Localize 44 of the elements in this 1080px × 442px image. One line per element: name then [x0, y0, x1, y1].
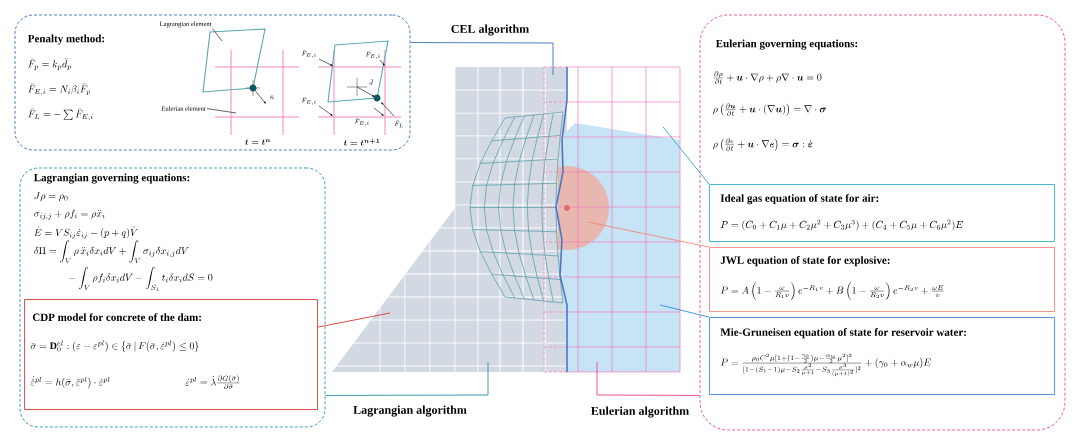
equation: $\rho\left(\frac{\partial e}{\partial t} + \boldsymbol{u}\cdot\nabla e\right) = \boldsymbol{\sigma}:\dot{\boldsymbol{\varepsilon}}$	[713, 138, 813, 151]
panel-heading: CDP model for concrete of the dam:	[32, 313, 201, 322]
connector-line	[410, 42, 554, 76]
equation: $\bar{F}_L = -\sum\bar{F}_{E,i}$	[28, 108, 93, 121]
time-label: $\boldsymbol{t = t^{n}}$	[245, 139, 271, 145]
symbol-label: $\bar{d}$	[369, 79, 374, 85]
leader-line	[206, 108, 237, 114]
equation: $P = A\left(1 - \frac{\omega}{R_1 v}\right)e^{-R_1 v} + B\left(1 - \frac{\omega}{R_2 v}\right)e^{-R_2 v} + \frac{\omega E}{v}$	[720, 282, 944, 301]
leader-line	[662, 126, 710, 185]
leader-line	[587, 221, 710, 248]
equation: $\dot{\varepsilon}^{pl} = \dot{\lambda}\frac{\partial G(\bar{\sigma})}{\partial\bar{\sigma}}$	[185, 375, 240, 389]
panel-heading: Eulerian governing equations:	[715, 39, 858, 50]
equation: $\sigma_{ij,j} + \rho f_i = \rho\ddot{x}_i$	[34, 209, 105, 220]
edge-label: Lagrangian algorithm	[352, 404, 468, 418]
equation: $\rho\left(\frac{\partial\boldsymbol{u}}{\partial t} + \boldsymbol{u}\cdot(\nabla\boldsymbol{u})\right) = \nabla\cdot\boldsymbol{\sigma}$	[713, 103, 827, 116]
equation: $\bar{F}_p = k_p\bar{d}_p$	[28, 58, 72, 71]
panel-heading: Lagrangian governing equations:	[33, 173, 190, 184]
connector-line	[325, 361, 489, 396]
panel-heading: JWL equation of state for explosive:	[720, 256, 890, 267]
equation: $P = (C_0 + C_1\mu + C_2\mu^2 + C_3\mu^3) + (C_4 + C_5\mu + C_6\mu^2)E$	[720, 219, 963, 231]
leader-line	[317, 312, 391, 328]
symbol-label: $\bar{F}_{E,i}$	[301, 50, 316, 58]
symbol-label: $\bar{F}_{E,i}$	[365, 51, 380, 59]
time-label: $\boldsymbol{t = t^{n+1}}$	[343, 138, 380, 146]
equation: $\bar{F}_{E,i} = N_i\beta_i\bar{F}_p$	[28, 83, 91, 96]
equation: $\bar{\sigma} = \mathbf{D}_0^{el}:(\varepsilon - \varepsilon^{pl}) \in \{\bar{\sigma}\,|\,F(\bar{\sigma},\tilde{\varepsilon}^{pl}) \le 0\}$	[30, 340, 199, 352]
equation: $J\rho = \rho_0$	[34, 192, 68, 202]
leader-line	[212, 28, 223, 42]
connector-line	[596, 361, 700, 396]
leader-line	[659, 304, 710, 318]
symbol-label: $\bar{F}_{E,i}$	[354, 118, 369, 126]
edge-label: CEL algorithm	[449, 23, 531, 37]
equation: $\begin{aligned}\delta\Pi &= \int_V \rho\,\ddot{x}_i\delta x_i dV + \int_V \sigma_{ij}\delta x_{i,j}dV\\ &\qquad - \int_V \rho f_i\delta x_i dV - \int_{S_1} t_i\delta x_i dS = 0\end{aligned}$	[34, 240, 213, 291]
equation: $\dot{\tilde{\varepsilon}}^{pl} = h(\bar{\sigma},\tilde{\varepsilon}^{pl})\cdot\dot{\varepsilon}^{pl}$	[30, 376, 110, 388]
symbol-label: $\bar{F}_{E,i}$	[301, 97, 316, 105]
symbol-label: $\hat{n}$	[270, 94, 274, 100]
equation: $P = \frac{\rho_0 C^2\mu[1 + (1 - \frac{\gamma_0}{2})\mu - \frac{\alpha_w}{2}\mu^2]^2}{[1 - (S_1 - 1)\mu - S_2\frac{\mu^2}{\mu+1} - S_3\frac{\mu^3}{(\mu+1)^2}]^2} + (\gamma_0 + \alpha_w\mu)E$	[720, 353, 931, 377]
panel-heading: Mie-Gruneisen equation of state for reservoir water:	[720, 328, 966, 339]
equation: $\dot{E} = VS_{ij}\dot{\varepsilon}_{ij} - (p+q)\dot{V}$	[34, 226, 138, 239]
symbol-label: $\bar{F}_L$	[394, 120, 403, 128]
edge-label: Eulerian algorithm	[589, 405, 691, 419]
panel-heading: Ideal gas equation of state for air:	[720, 194, 879, 205]
panel-heading: Penalty method:	[27, 34, 105, 45]
equation: $\frac{\partial\rho}{\partial t} + \boldsymbol{u}\cdot\nabla\rho + \rho\nabla\cdot\boldsymbol{u} = 0$	[713, 71, 822, 85]
